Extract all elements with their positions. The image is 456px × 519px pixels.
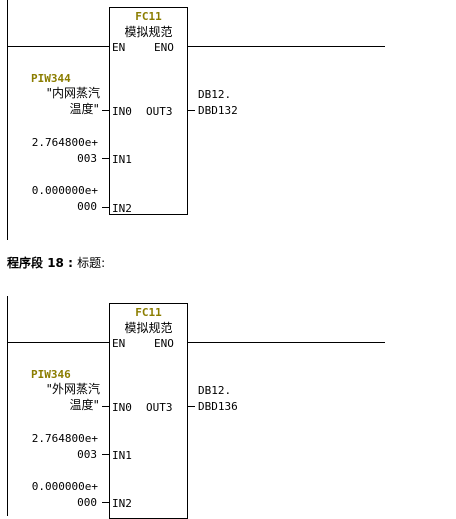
network-separator: :	[68, 256, 73, 270]
out3-operand[interactable]: DB12.	[198, 88, 232, 101]
power-rail	[7, 0, 8, 240]
pin-eno: ENO	[154, 337, 174, 350]
pin-in0: IN0	[112, 105, 132, 118]
network-header[interactable]: 程序段 18 : 标题:	[7, 257, 105, 270]
out3-pin-line	[188, 406, 195, 407]
network-label: 程序段	[7, 256, 44, 270]
block-name: FC11	[135, 10, 162, 23]
pin-en: EN	[112, 41, 126, 54]
in1-value[interactable]: 2.764800e+	[31, 136, 98, 149]
pin-out3: OUT3	[146, 401, 173, 414]
eno-wire	[187, 46, 385, 47]
in0-operand-comment: 温度"	[69, 398, 99, 412]
in0-operand-comment: 温度"	[69, 102, 99, 116]
block-name: FC11	[135, 306, 162, 319]
pin-in2: IN2	[112, 202, 132, 215]
in1-value[interactable]: 003	[77, 152, 97, 165]
pin-eno: ENO	[154, 41, 174, 54]
out3-operand[interactable]: DBD136	[198, 400, 238, 413]
in0-operand-symbol[interactable]: PIW346	[31, 368, 71, 381]
in0-operand-comment: "外网蒸汽	[46, 382, 100, 396]
en-wire	[7, 46, 109, 47]
function-block-fc11[interactable]: FC11 模拟规范 EN ENO IN0 OUT3 IN1 IN2	[109, 303, 188, 519]
function-block-fc11[interactable]: FC11 模拟规范 EN ENO IN0 OUT3 IN1 IN2	[109, 7, 188, 215]
network-number: 18	[47, 256, 64, 270]
power-rail	[7, 296, 8, 516]
out3-operand[interactable]: DB12.	[198, 384, 232, 397]
block-title: 模拟规范	[124, 321, 173, 335]
en-wire	[7, 342, 109, 343]
in0-operand-symbol[interactable]: PIW344	[31, 72, 71, 85]
in1-value[interactable]: 2.764800e+	[31, 432, 98, 445]
pin-in0: IN0	[112, 401, 132, 414]
in1-pin-line	[102, 454, 109, 455]
block-title: 模拟规范	[124, 25, 173, 39]
pin-in1: IN1	[112, 449, 132, 462]
pin-en: EN	[112, 337, 126, 350]
in0-operand-comment: "内网蒸汽	[46, 86, 100, 100]
in2-value[interactable]: 0.000000e+	[31, 480, 98, 493]
in0-pin-line	[102, 406, 109, 407]
in1-value[interactable]: 003	[77, 448, 97, 461]
eno-wire	[187, 342, 385, 343]
in2-pin-line	[102, 502, 109, 503]
out3-pin-line	[188, 110, 195, 111]
network-title[interactable]: 标题:	[77, 256, 106, 270]
pin-in1: IN1	[112, 153, 132, 166]
in2-pin-line	[102, 207, 109, 208]
out3-operand[interactable]: DBD132	[198, 104, 238, 117]
in2-value[interactable]: 000	[77, 496, 97, 509]
pin-out3: OUT3	[146, 105, 173, 118]
pin-in2: IN2	[112, 497, 132, 510]
in0-pin-line	[102, 110, 109, 111]
in1-pin-line	[102, 158, 109, 159]
in2-value[interactable]: 0.000000e+	[31, 184, 98, 197]
in2-value[interactable]: 000	[77, 200, 97, 213]
